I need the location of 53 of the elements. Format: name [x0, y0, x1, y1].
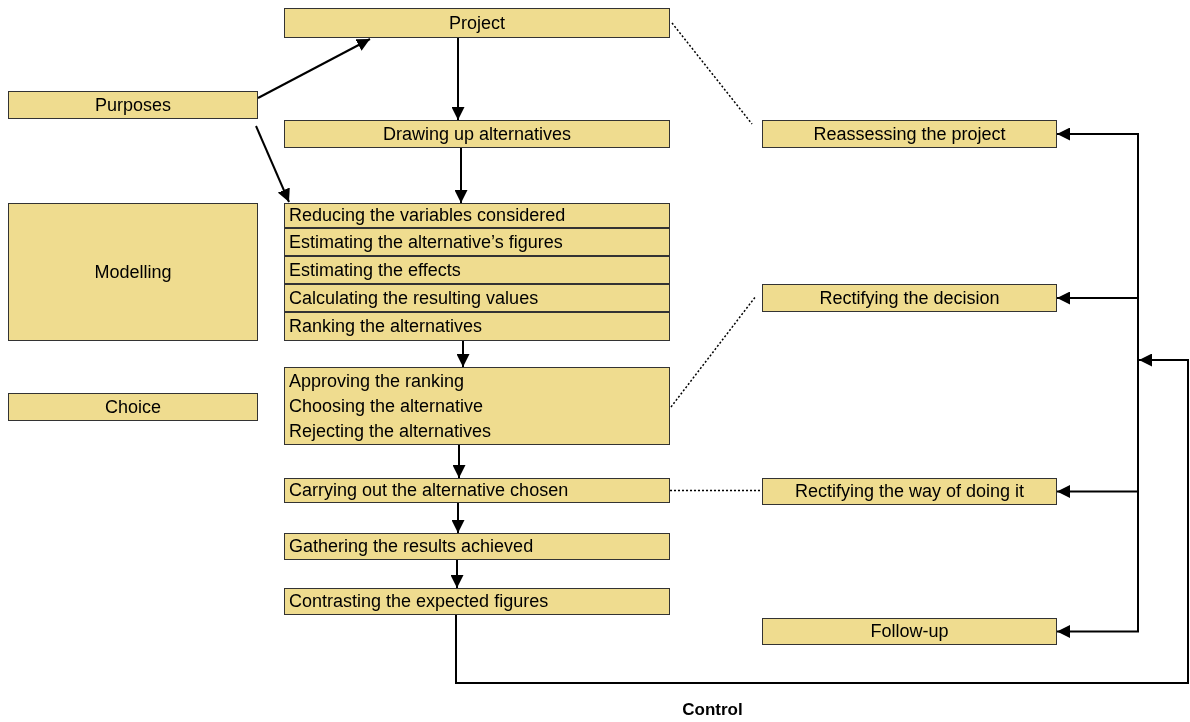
process-box: [284, 120, 670, 148]
arrow: [456, 340, 470, 368]
box-label: Rectifying the decision: [819, 286, 1000, 310]
process-box: [284, 312, 670, 341]
process-box: [284, 533, 670, 560]
box-label: Modelling: [94, 260, 172, 284]
process-box: [8, 203, 258, 341]
box-label: Purposes: [94, 93, 171, 117]
arrow: [454, 147, 468, 204]
feedback-arrow: [455, 353, 1189, 684]
box-label: Gathering the results achieved: [289, 535, 534, 558]
process-box: [762, 284, 1057, 312]
process-box: [762, 478, 1057, 505]
process-box: [284, 256, 670, 284]
box-label: Rejecting the alternatives: [289, 419, 492, 443]
process-box: [8, 91, 258, 119]
box-label: Choosing the alternative: [289, 394, 484, 418]
arrow: [451, 37, 465, 121]
box-label: Estimating the effects: [289, 258, 461, 282]
box-label: Drawing up alternatives: [382, 122, 572, 146]
box-label: Project: [449, 11, 505, 35]
box-label: Follow-up: [870, 620, 949, 643]
feedback-branch-arrow: [1056, 291, 1139, 361]
box-label: Ranking the alternatives: [289, 315, 483, 338]
box-label: Contrasting the expected figures: [289, 590, 549, 613]
process-box: [284, 8, 670, 38]
box-label: Rectifying the way of doing it: [794, 480, 1025, 503]
process-box: [762, 120, 1057, 148]
process-box: [284, 284, 670, 312]
arrow: [451, 502, 465, 534]
process-box: [284, 228, 670, 256]
arrow: [450, 559, 464, 589]
arrow: [257, 38, 371, 99]
box-label: Estimating the alternative’s figures: [289, 230, 563, 254]
box-label: Choice: [105, 395, 161, 419]
box-label: Carrying out the alternative chosen: [289, 479, 569, 502]
arrow: [255, 125, 290, 203]
box-label: Reassessing the project: [813, 122, 1006, 146]
process-box: [8, 393, 258, 421]
process-box: [284, 478, 670, 503]
dotted-line: [669, 489, 763, 492]
dotted-line: [671, 22, 753, 125]
feedback-branch-arrow: [1056, 359, 1139, 638]
box-label: Calculating the resulting values: [289, 286, 539, 310]
arrow: [452, 444, 466, 479]
box-label: Approving the ranking: [289, 369, 465, 393]
process-box: [284, 203, 670, 228]
process-box: [284, 588, 670, 615]
process-box: [762, 618, 1057, 645]
loop-label: Control: [681, 700, 744, 720]
dotted-line: [670, 295, 757, 408]
box-label: Reducing the variables considered: [289, 204, 566, 227]
process-box: [284, 367, 670, 445]
